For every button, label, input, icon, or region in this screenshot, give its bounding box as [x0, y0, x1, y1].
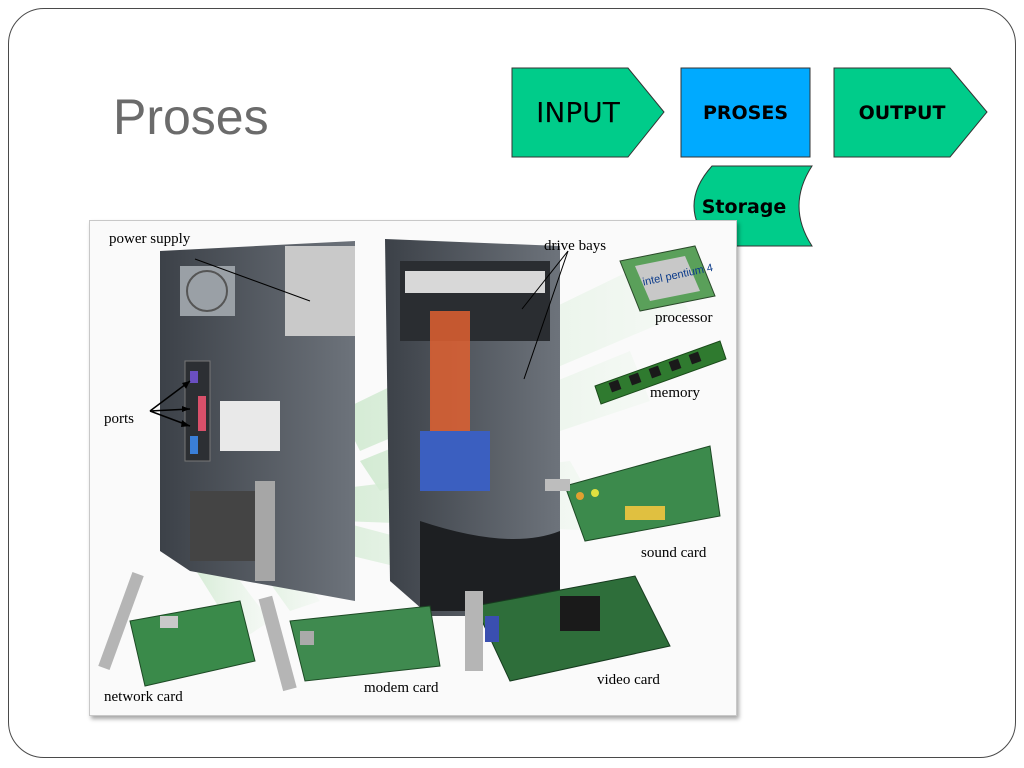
sound-card-caption: sound card: [641, 545, 707, 561]
ps2-port: [190, 371, 198, 383]
ports-arrow: [149, 380, 191, 412]
computer-components-image: intel pentium 4: [89, 220, 737, 716]
bracket: [255, 481, 275, 581]
arrowhead: [181, 420, 190, 427]
proses-label: PROSES: [702, 102, 789, 124]
power-supply-pointer: [194, 258, 311, 302]
arrowhead: [182, 406, 190, 412]
label-sticker: [220, 401, 280, 451]
proses-box-shape: [680, 67, 811, 158]
phone-jack: [300, 631, 314, 645]
fan-grille: [180, 266, 235, 316]
parallel-port: [198, 396, 206, 431]
slide-title: Proses: [113, 89, 269, 145]
tower-stand: [420, 521, 560, 611]
game-port: [625, 506, 665, 520]
power-supply-unit: [285, 246, 355, 336]
audio-jack: [591, 489, 599, 497]
cable: [430, 311, 470, 431]
memory-chips: [608, 351, 702, 393]
vga-port: [485, 616, 499, 642]
gpu-chip: [560, 596, 600, 631]
drive-bays-caption: drive bays: [544, 238, 607, 254]
storage-label: Storage: [701, 196, 787, 218]
network-card-caption: network card: [104, 689, 183, 705]
audio-jack: [576, 492, 584, 500]
arrowhead: [182, 381, 190, 389]
video-card-bracket: [465, 591, 483, 671]
output-arrow-shape: [833, 67, 988, 158]
rj45-port: [160, 616, 178, 628]
network-card-bracket: [98, 571, 144, 671]
sound-card-bracket: [545, 479, 570, 491]
input-arrow-shape: [511, 67, 665, 158]
memory-caption: memory: [650, 385, 700, 401]
modem-card-board: [289, 605, 441, 682]
drive-bays-pointer: [523, 250, 569, 380]
video-card-caption: video card: [597, 672, 660, 688]
computer-illustration: intel pentium 4: [98, 239, 727, 692]
power-supply-caption: power supply: [109, 231, 191, 247]
modem-card-caption: modem card: [364, 680, 439, 696]
ports-caption: ports: [104, 411, 134, 427]
fan: [186, 270, 228, 312]
modem-card-bracket: [258, 595, 297, 692]
output-label: OUTPUT: [858, 102, 946, 124]
serial-port: [190, 436, 198, 454]
processor-caption: processor: [655, 310, 713, 326]
optical-drive: [405, 271, 545, 293]
sound-card-board: [564, 445, 721, 542]
processor-heatspreader: [635, 256, 700, 301]
network-card-board: [129, 600, 256, 687]
heatsink: [420, 431, 490, 491]
input-label: INPUT: [536, 96, 620, 129]
drive-bays-pointer: [521, 250, 569, 310]
